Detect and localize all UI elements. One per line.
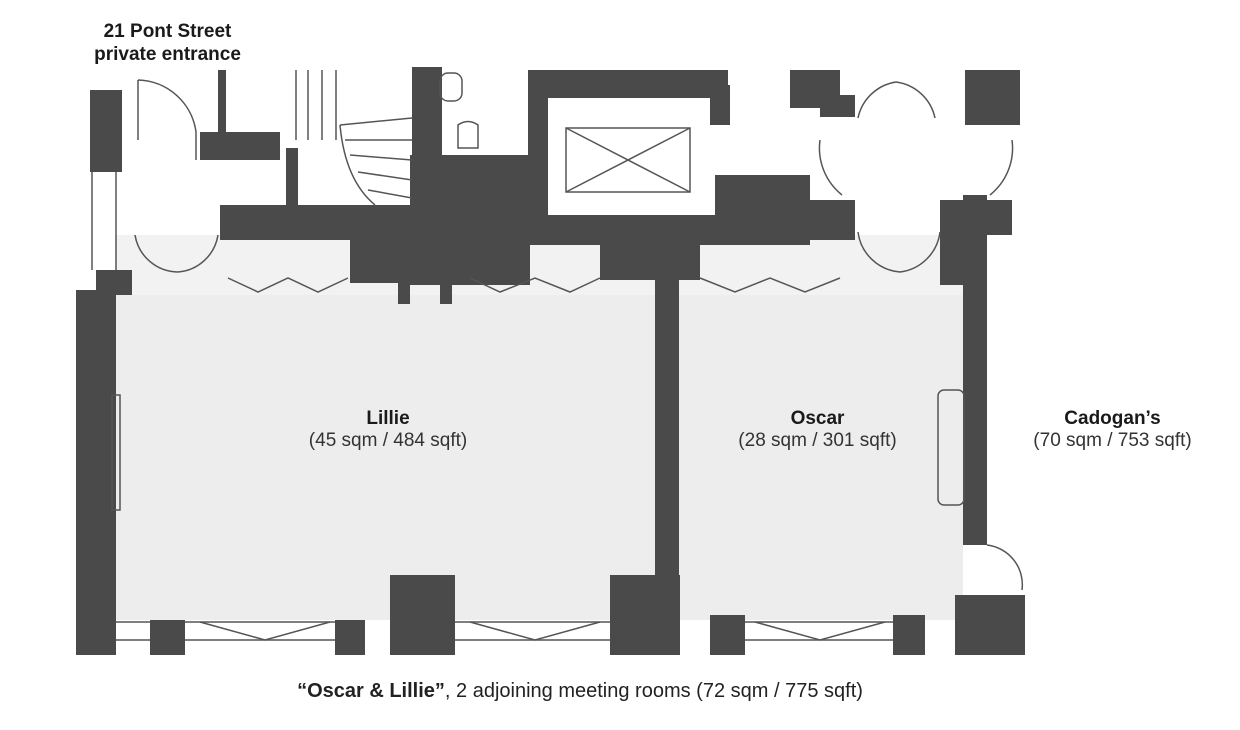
floor-areas: [115, 235, 965, 620]
stair-wall-post: [218, 70, 226, 140]
lift-wall-top: [528, 70, 728, 98]
room-oscar-name: Oscar: [790, 408, 845, 429]
lift-wall-left: [528, 70, 548, 245]
oscar-floor: [678, 295, 963, 620]
core-lower: [350, 238, 470, 283]
caption-rest: , 2 adjoining meeting rooms (72 sqm / 77…: [444, 680, 863, 702]
corridor-wall: [220, 205, 440, 240]
stair-wall-top: [200, 132, 280, 160]
room-cadogans-name: Cadogan’s: [1064, 408, 1161, 429]
right-wall-cap: [940, 230, 970, 285]
central-column: [600, 235, 700, 280]
caption-bold: “Oscar & Lillie”: [297, 680, 445, 702]
bottom-pier-1: [150, 620, 185, 655]
lift-wall-top-right: [710, 85, 730, 125]
left-wall-upper: [90, 90, 122, 172]
walls: [76, 67, 1025, 655]
entrance-line-2: private entrance: [94, 44, 241, 65]
bottom-pier-6: [955, 595, 1025, 655]
tr-wall-2: [965, 70, 1020, 125]
hall-wall-right: [805, 200, 855, 240]
lift-core-right: [715, 175, 810, 245]
room-lillie: Lillie (45 sqm / 484 sqft): [268, 408, 508, 452]
room-lillie-name: Lillie: [366, 408, 410, 429]
entrance-line-1: 21 Pont Street: [103, 21, 232, 42]
bottom-pier-4: [710, 615, 745, 655]
fixtures: [91, 70, 1024, 641]
plan-caption: “Oscar & Lillie”, 2 adjoining meeting ro…: [160, 680, 1000, 703]
entrance-label: 21 Pont Street private entrance: [60, 20, 275, 66]
right-wall-top: [940, 200, 1012, 235]
left-wall-mid: [96, 270, 132, 295]
room-cadogans: Cadogan’s (70 sqm / 753 sqft): [1015, 408, 1210, 452]
left-wall: [76, 290, 116, 655]
room-lillie-area: (45 sqm / 484 sqft): [308, 430, 468, 451]
core-pillar-1: [398, 280, 410, 304]
lillie-floor: [115, 290, 655, 620]
bottom-pier-5: [893, 615, 925, 655]
bottom-pier-2: [335, 620, 365, 655]
stair-wall-mid: [286, 148, 298, 210]
tr-wall-3: [820, 95, 855, 117]
bottom-block: [390, 575, 455, 655]
core-pillar-2: [440, 280, 452, 304]
room-oscar: Oscar (28 sqm / 301 sqft): [700, 408, 935, 452]
room-oscar-area: (28 sqm / 301 sqft): [738, 430, 897, 451]
room-cadogans-area: (70 sqm / 753 sqft): [1033, 430, 1192, 451]
bottom-pier-3: [610, 575, 680, 655]
